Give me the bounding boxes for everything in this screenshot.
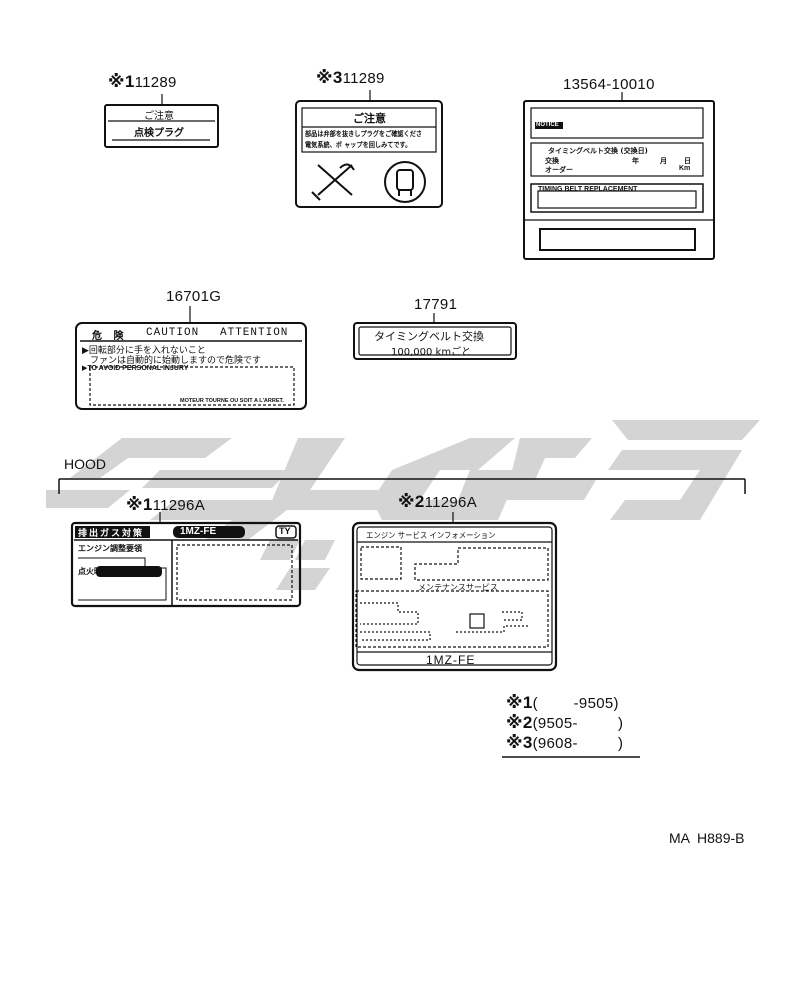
label-11289-3-line2: 電気系統、ボ ャップを回しみてです。 [305, 141, 412, 149]
label-11289-type1 [104, 94, 219, 148]
label-13564-unit-m: 月 [660, 157, 667, 165]
part-number-17791: 17791 [414, 296, 458, 313]
legend-row-3: ※3(9608- ) [506, 733, 624, 752]
label-11289-3-line1: 部品は弁部を抜きしプラグをご確認くださ [305, 130, 423, 138]
label-11296A-type2 [351, 512, 558, 672]
label-11289-1-header: ご注意 [144, 111, 174, 122]
label-11296A-1-row2: 点火時期(OBD) [78, 567, 137, 576]
part-number-11289-3: ※311289 [316, 68, 385, 87]
label-17791 [353, 313, 517, 360]
part-number-11296A-2: ※211296A [398, 492, 477, 511]
label-11296A-type1 [70, 512, 302, 608]
label-16701G [75, 306, 307, 410]
label-16701G-header-attention: ATTENTION [220, 327, 289, 339]
label-13564-row-title: タイミングベルト交換 (交換日) [548, 147, 648, 155]
label-16701G-en-line: ▶TO AVOID PERSONAL INJURY [82, 365, 189, 372]
label-16701G-jp-line2: ファンは自動的に始動しますので危険です [90, 356, 262, 366]
hood-label: HOOD [64, 456, 106, 472]
label-13564-bar-text: TIMING BELT REPLACEMENT [538, 186, 638, 193]
label-11289-3-header: ご注意 [353, 112, 386, 125]
label-16701G-fr-line: MOTEUR TOURNE OU SOIT A L'ARRET. [180, 398, 284, 404]
no-tools-icon [311, 163, 355, 201]
label-17791-line2: 100,000 kmごと [391, 347, 472, 358]
label-13564-row-label2: オーダー [545, 166, 573, 174]
label-16701G-header-caution: CAUTION [146, 327, 200, 339]
label-11296A-1-right-tag: TY [279, 526, 291, 536]
cap-icon [384, 161, 426, 203]
label-13564-unit-d: 日 [684, 157, 691, 165]
part-number-13564-10010: 13564-10010 [563, 76, 655, 93]
label-11296A-2-header: エンジン サービス インフォメーション [366, 531, 496, 540]
label-13564-unit-km: Km [679, 165, 691, 172]
hood-bracket [58, 478, 746, 494]
label-13564-tag: NOTICE [536, 122, 559, 128]
part-number-11289-1: ※111289 [108, 72, 177, 91]
label-16701G-jp-line1: ▶回転部分に手を入れないこと [82, 346, 206, 356]
label-11289-type3 [295, 90, 443, 208]
label-13564-row-label1: 交換 [545, 157, 559, 165]
part-number-16701G: 16701G [166, 288, 222, 305]
label-11296A-2-footer: 1MZ-FE [426, 653, 476, 667]
label-11296A-1-header: 排出ガス対策 [78, 529, 145, 539]
legend-row-2: ※2(9505- ) [506, 713, 624, 732]
label-16701G-header-jp: 危 険 [92, 331, 128, 342]
label-11289-1-body: 点検プラグ [134, 128, 184, 139]
label-11296A-2-maint: メンテナンスサービス [418, 583, 498, 592]
part-number-11296A-1: ※111296A [126, 495, 205, 514]
label-13564-10010 [523, 92, 715, 260]
figure-code: MA H889-B [669, 830, 745, 846]
label-11296A-1-row1: エンジン調整要領 [78, 544, 142, 553]
label-11296A-1-engine: 1MZ-FE [180, 526, 217, 537]
label-17791-line1: タイミングベルト交換 [374, 330, 484, 343]
legend-row-1: ※1( -9505) [506, 693, 619, 712]
label-13564-unit-y: 年 [632, 157, 639, 165]
